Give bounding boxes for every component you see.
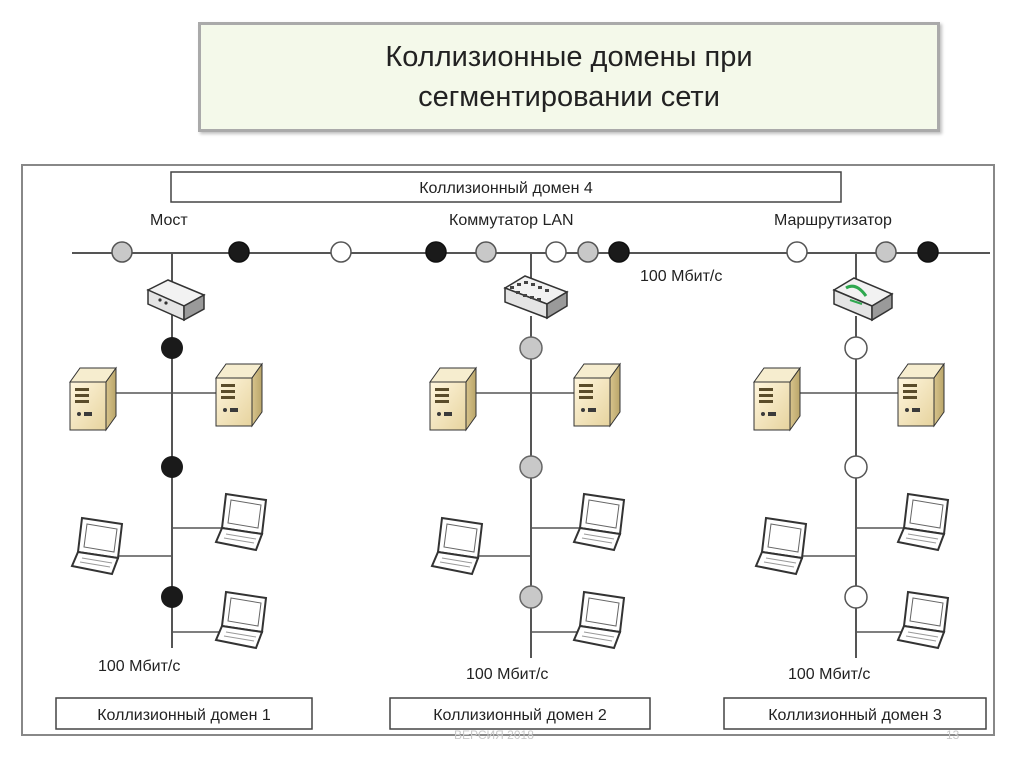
slide-title: Коллизионные домены при сегментировании … bbox=[385, 41, 753, 113]
segment2-node bbox=[519, 336, 543, 360]
domain2-box bbox=[389, 697, 651, 730]
backbone-node bbox=[545, 241, 567, 263]
backbone-node bbox=[875, 241, 897, 263]
bridge-icon bbox=[146, 279, 206, 322]
domain3-box bbox=[723, 697, 987, 730]
server-icon bbox=[897, 363, 945, 427]
domain1-box bbox=[55, 697, 313, 730]
diagram-frame bbox=[21, 164, 995, 736]
segment1-node bbox=[161, 586, 183, 608]
switch-label: Коммутатор LAN bbox=[449, 212, 574, 229]
domain2-label: Коллизионный домен 2 bbox=[433, 707, 607, 724]
segment1-node bbox=[161, 456, 183, 478]
segment2-node bbox=[519, 585, 543, 609]
router-icon bbox=[832, 277, 894, 322]
backbone-node bbox=[475, 241, 497, 263]
domain4-box bbox=[170, 171, 842, 203]
backbone-node bbox=[330, 241, 352, 263]
segment1-node bbox=[161, 337, 183, 359]
router-label: Маршрутизатор bbox=[774, 212, 892, 229]
backbone-speed-label: 100 Мбит/с bbox=[640, 268, 722, 285]
backbone-node bbox=[425, 241, 447, 263]
segment3-node bbox=[844, 455, 868, 479]
backbone-node bbox=[917, 241, 939, 263]
segment2-speed-label: 100 Мбит/с bbox=[466, 666, 548, 683]
server-icon bbox=[573, 363, 621, 427]
bridge-label: Мост bbox=[150, 212, 188, 229]
backbone-node bbox=[577, 241, 599, 263]
server-icon bbox=[69, 367, 117, 431]
server-icon bbox=[215, 363, 263, 427]
segment1-speed-label: 100 Мбит/с bbox=[98, 658, 180, 675]
footer-version: ВЕРСИЯ 2018 bbox=[454, 728, 534, 742]
server-icon bbox=[753, 367, 801, 431]
segment3-node bbox=[844, 336, 868, 360]
domain1-label: Коллизионный домен 1 bbox=[97, 707, 271, 724]
domain4-label: Коллизионный домен 4 bbox=[419, 180, 593, 197]
backbone-node bbox=[111, 241, 133, 263]
server-icon bbox=[429, 367, 477, 431]
backbone-node bbox=[786, 241, 808, 263]
title-box: Коллизионные домены при сегментировании … bbox=[198, 22, 940, 132]
segment3-node bbox=[844, 585, 868, 609]
backbone-node bbox=[228, 241, 250, 263]
footer-page-number: 13 bbox=[946, 728, 960, 742]
domain3-label: Коллизионный домен 3 bbox=[768, 707, 942, 724]
backbone-node bbox=[608, 241, 630, 263]
lan-switch-icon bbox=[503, 275, 569, 320]
segment3-speed-label: 100 Мбит/с bbox=[788, 666, 870, 683]
segment2-node bbox=[519, 455, 543, 479]
